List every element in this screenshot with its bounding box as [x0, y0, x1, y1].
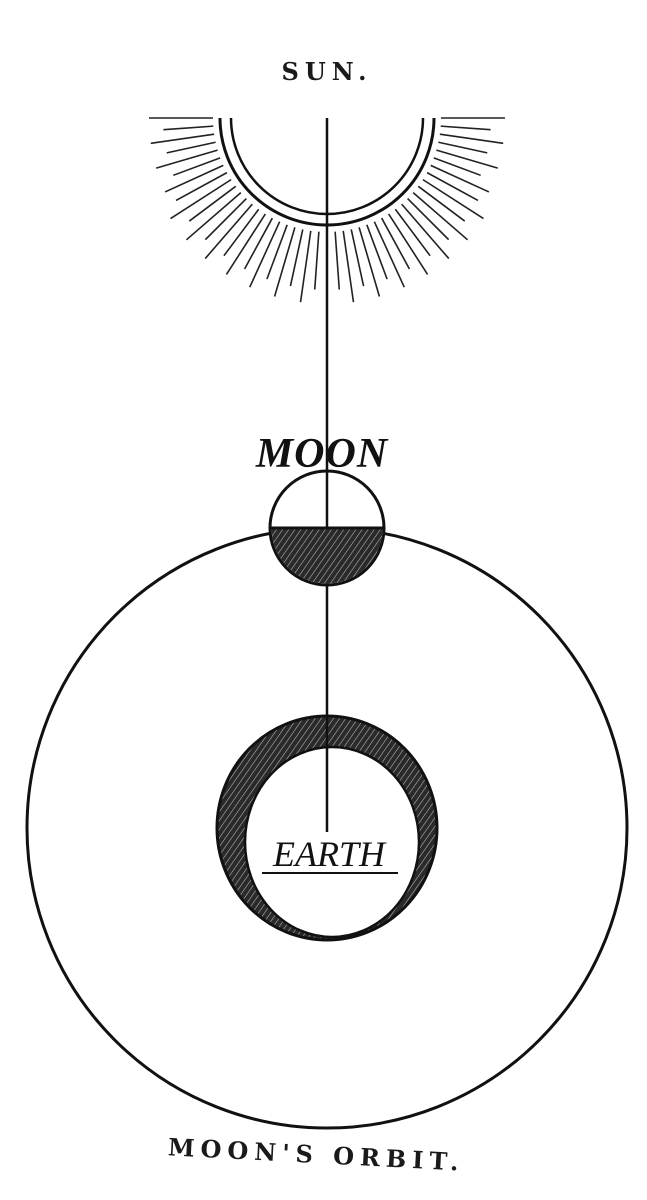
sun-ray	[155, 149, 218, 169]
sun-label: SUN.	[281, 57, 372, 86]
sun-ray	[387, 213, 429, 275]
sun-ray	[373, 221, 405, 288]
sun-ray	[223, 208, 260, 257]
sun-ray	[422, 178, 484, 220]
sun-ray	[166, 141, 216, 154]
sun-ray	[188, 185, 237, 222]
sun-ray	[430, 164, 490, 193]
sun-ray	[426, 171, 479, 202]
earth-label: EARTH	[272, 834, 387, 874]
sun-ray	[394, 208, 431, 257]
sun-ray	[204, 198, 247, 241]
sun-ray	[401, 203, 450, 260]
sun-ray	[334, 231, 341, 290]
sun-ray	[273, 227, 296, 297]
sun-ray	[342, 230, 355, 303]
orbit-label: MOON'S ORBIT.	[167, 1132, 465, 1176]
sun-ray	[313, 231, 320, 290]
sun-ray	[436, 149, 499, 169]
sun-ray	[150, 133, 215, 145]
sun-ray	[350, 229, 365, 287]
sun-ray	[412, 192, 469, 241]
sun-ray	[440, 125, 491, 131]
sun-ray	[438, 141, 488, 154]
sun-ray	[439, 133, 504, 145]
sun-ray	[164, 164, 224, 193]
sun-ray	[299, 230, 312, 303]
sun-ray	[358, 227, 381, 297]
sun-ray	[289, 229, 304, 287]
sun-ray	[173, 157, 221, 177]
moon-label: MOON	[255, 431, 389, 477]
sun-ray	[380, 217, 411, 270]
earth-lit-disc	[243, 745, 421, 939]
sun-ray	[249, 221, 281, 288]
sun-ray	[185, 192, 242, 241]
sun-ray	[170, 178, 232, 220]
sun-ray	[225, 213, 267, 275]
sun-ray	[204, 203, 253, 260]
sun-ray	[266, 224, 288, 280]
sun-ray	[366, 224, 388, 280]
sun-ray	[417, 185, 466, 222]
moon-dark-half	[271, 528, 383, 584]
sun-ray	[175, 171, 228, 202]
sun-ray	[163, 125, 214, 131]
sun-ray	[407, 198, 450, 241]
sun-ray	[243, 217, 274, 270]
sun-ray	[433, 157, 481, 177]
